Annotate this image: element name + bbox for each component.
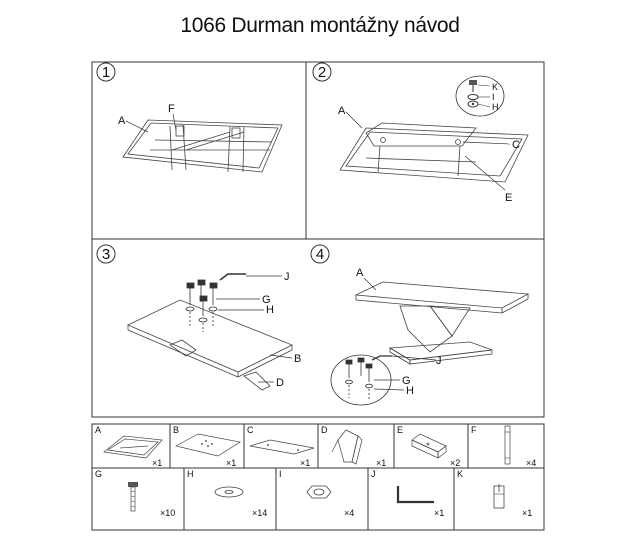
step-3-label-d: D (276, 377, 284, 389)
part-c-letter: C (247, 425, 254, 435)
part-g-letter: G (95, 469, 102, 479)
step-4-number: 4 (316, 246, 324, 263)
step-2-label-h: H (492, 102, 499, 112)
part-k-qty: ×1 (522, 508, 532, 518)
part-b-letter: B (173, 425, 179, 435)
step-3-label-h: H (266, 304, 274, 316)
part-i-qty: ×4 (344, 508, 354, 518)
step-1-number: 1 (102, 64, 110, 81)
step-4-panel: 4 A (310, 244, 530, 406)
part-cell-k: K ×1 (457, 469, 532, 518)
part-h-letter: H (187, 469, 194, 479)
part-cell-i: I ×4 (279, 469, 354, 518)
part-cell-d: D ×1 (321, 425, 386, 468)
step-4-label-a: A (356, 267, 364, 279)
part-cell-j: J ×1 (371, 469, 444, 518)
step-2-number: 2 (318, 64, 326, 81)
step-2-hardware-detail: K I H (455, 75, 505, 117)
allen-key (219, 273, 246, 281)
step-3-badge (96, 244, 116, 264)
parts-grid (91, 423, 545, 531)
part-k-letter: K (457, 469, 463, 479)
step-1-badge (96, 62, 116, 82)
step-3-panel: 3 (96, 244, 301, 391)
part-i-letter: I (279, 469, 282, 479)
table-top-upside-down (122, 119, 283, 173)
step-1-panel: 1 A F (96, 62, 283, 173)
table-top-with-base (127, 299, 293, 391)
part-j-qty: ×1 (434, 508, 444, 518)
part-cell-b: B ×1 (173, 425, 241, 468)
step-4-label-h: H (406, 385, 414, 397)
step-4-label-j: J (436, 355, 442, 367)
part-g-qty: ×10 (160, 508, 175, 518)
step-2-label-k: K (492, 82, 498, 92)
part-cell-g: G ×10 (95, 469, 175, 518)
part-b-qty: ×1 (226, 458, 236, 468)
step-1-label-a: A (118, 115, 126, 127)
step-1-label-f: F (168, 103, 175, 115)
step-2-panel: 2 A C E K I H (312, 62, 529, 204)
part-a-letter: A (95, 425, 101, 435)
step-4-label-g: G (402, 375, 411, 387)
part-j-letter: J (371, 469, 376, 479)
part-e-letter: E (397, 425, 403, 435)
step-2-badge (312, 62, 332, 82)
step-3-label-b: B (294, 353, 301, 365)
part-c-qty: ×1 (300, 458, 310, 468)
part-h-qty: ×14 (252, 508, 267, 518)
part-cell-a: A ×1 (95, 425, 163, 468)
step-2-label-a: A (338, 105, 346, 117)
part-f-letter: F (471, 425, 477, 435)
step-3-number: 3 (102, 246, 110, 263)
part-d-qty: ×1 (376, 458, 386, 468)
step-3-screws (185, 279, 218, 332)
part-d-letter: D (321, 425, 328, 435)
part-e-qty: ×2 (450, 458, 460, 468)
part-cell-f: F ×4 (471, 425, 536, 468)
part-cell-h: H ×14 (187, 469, 267, 518)
step-3-label-j: J (284, 271, 290, 283)
document-title: 1066 Durman montážny návod (180, 14, 460, 37)
frame-with-crossbar (339, 122, 529, 183)
assembled-table (354, 281, 530, 365)
part-cell-c: C ×1 (247, 425, 315, 468)
step-2-label-e: E (505, 192, 512, 204)
step-4-badge (310, 244, 330, 264)
step-3-label-g: G (262, 294, 271, 306)
part-f-qty: ×4 (526, 458, 536, 468)
part-a-qty: ×1 (152, 458, 162, 468)
step-2-label-c: C (512, 139, 520, 151)
step-2-label-i: I (492, 92, 495, 102)
part-cell-e: E ×2 (397, 425, 460, 468)
